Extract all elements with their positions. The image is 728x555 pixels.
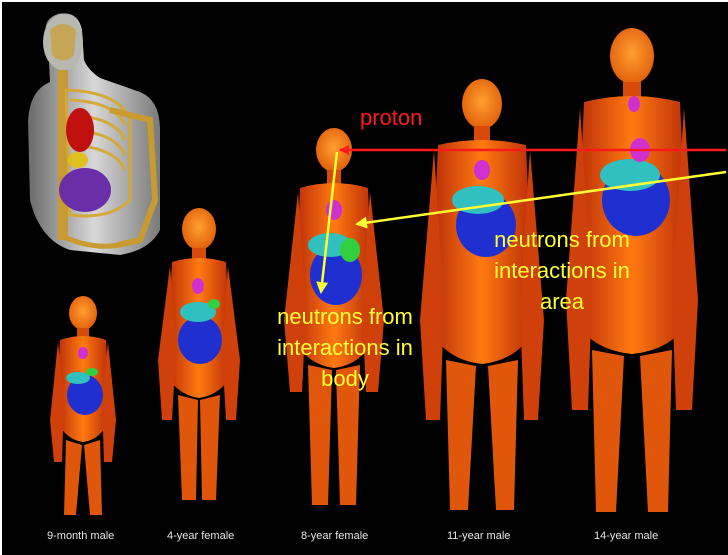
caption-8-year-female: 8-year female <box>301 530 368 542</box>
proton-label: proton <box>360 102 422 133</box>
neutrons-body-label: neutrons from interactions in body <box>245 301 445 394</box>
neutrons-body-line-3: body <box>245 363 445 394</box>
phantom-4-year-female <box>158 208 240 500</box>
caption-14-year-male: 14-year male <box>594 530 658 542</box>
adult-torso-model <box>28 13 160 255</box>
caption-9-month-male: 9-month male <box>47 530 114 542</box>
neutrons-area-line-1: neutrons from <box>462 224 662 255</box>
caption-11-year-male: 11-year male <box>447 530 510 542</box>
neutrons-area-line-2: interactions in <box>462 255 662 286</box>
caption-4-year-female: 4-year female <box>167 530 234 542</box>
neutrons-area-line-3: area <box>462 286 662 317</box>
neutrons-body-line-1: neutrons from <box>245 301 445 332</box>
phantom-9-month-male <box>50 296 116 515</box>
neutrons-area-label: neutrons from interactions in area <box>462 224 662 317</box>
neutrons-body-line-2: interactions in <box>245 332 445 363</box>
